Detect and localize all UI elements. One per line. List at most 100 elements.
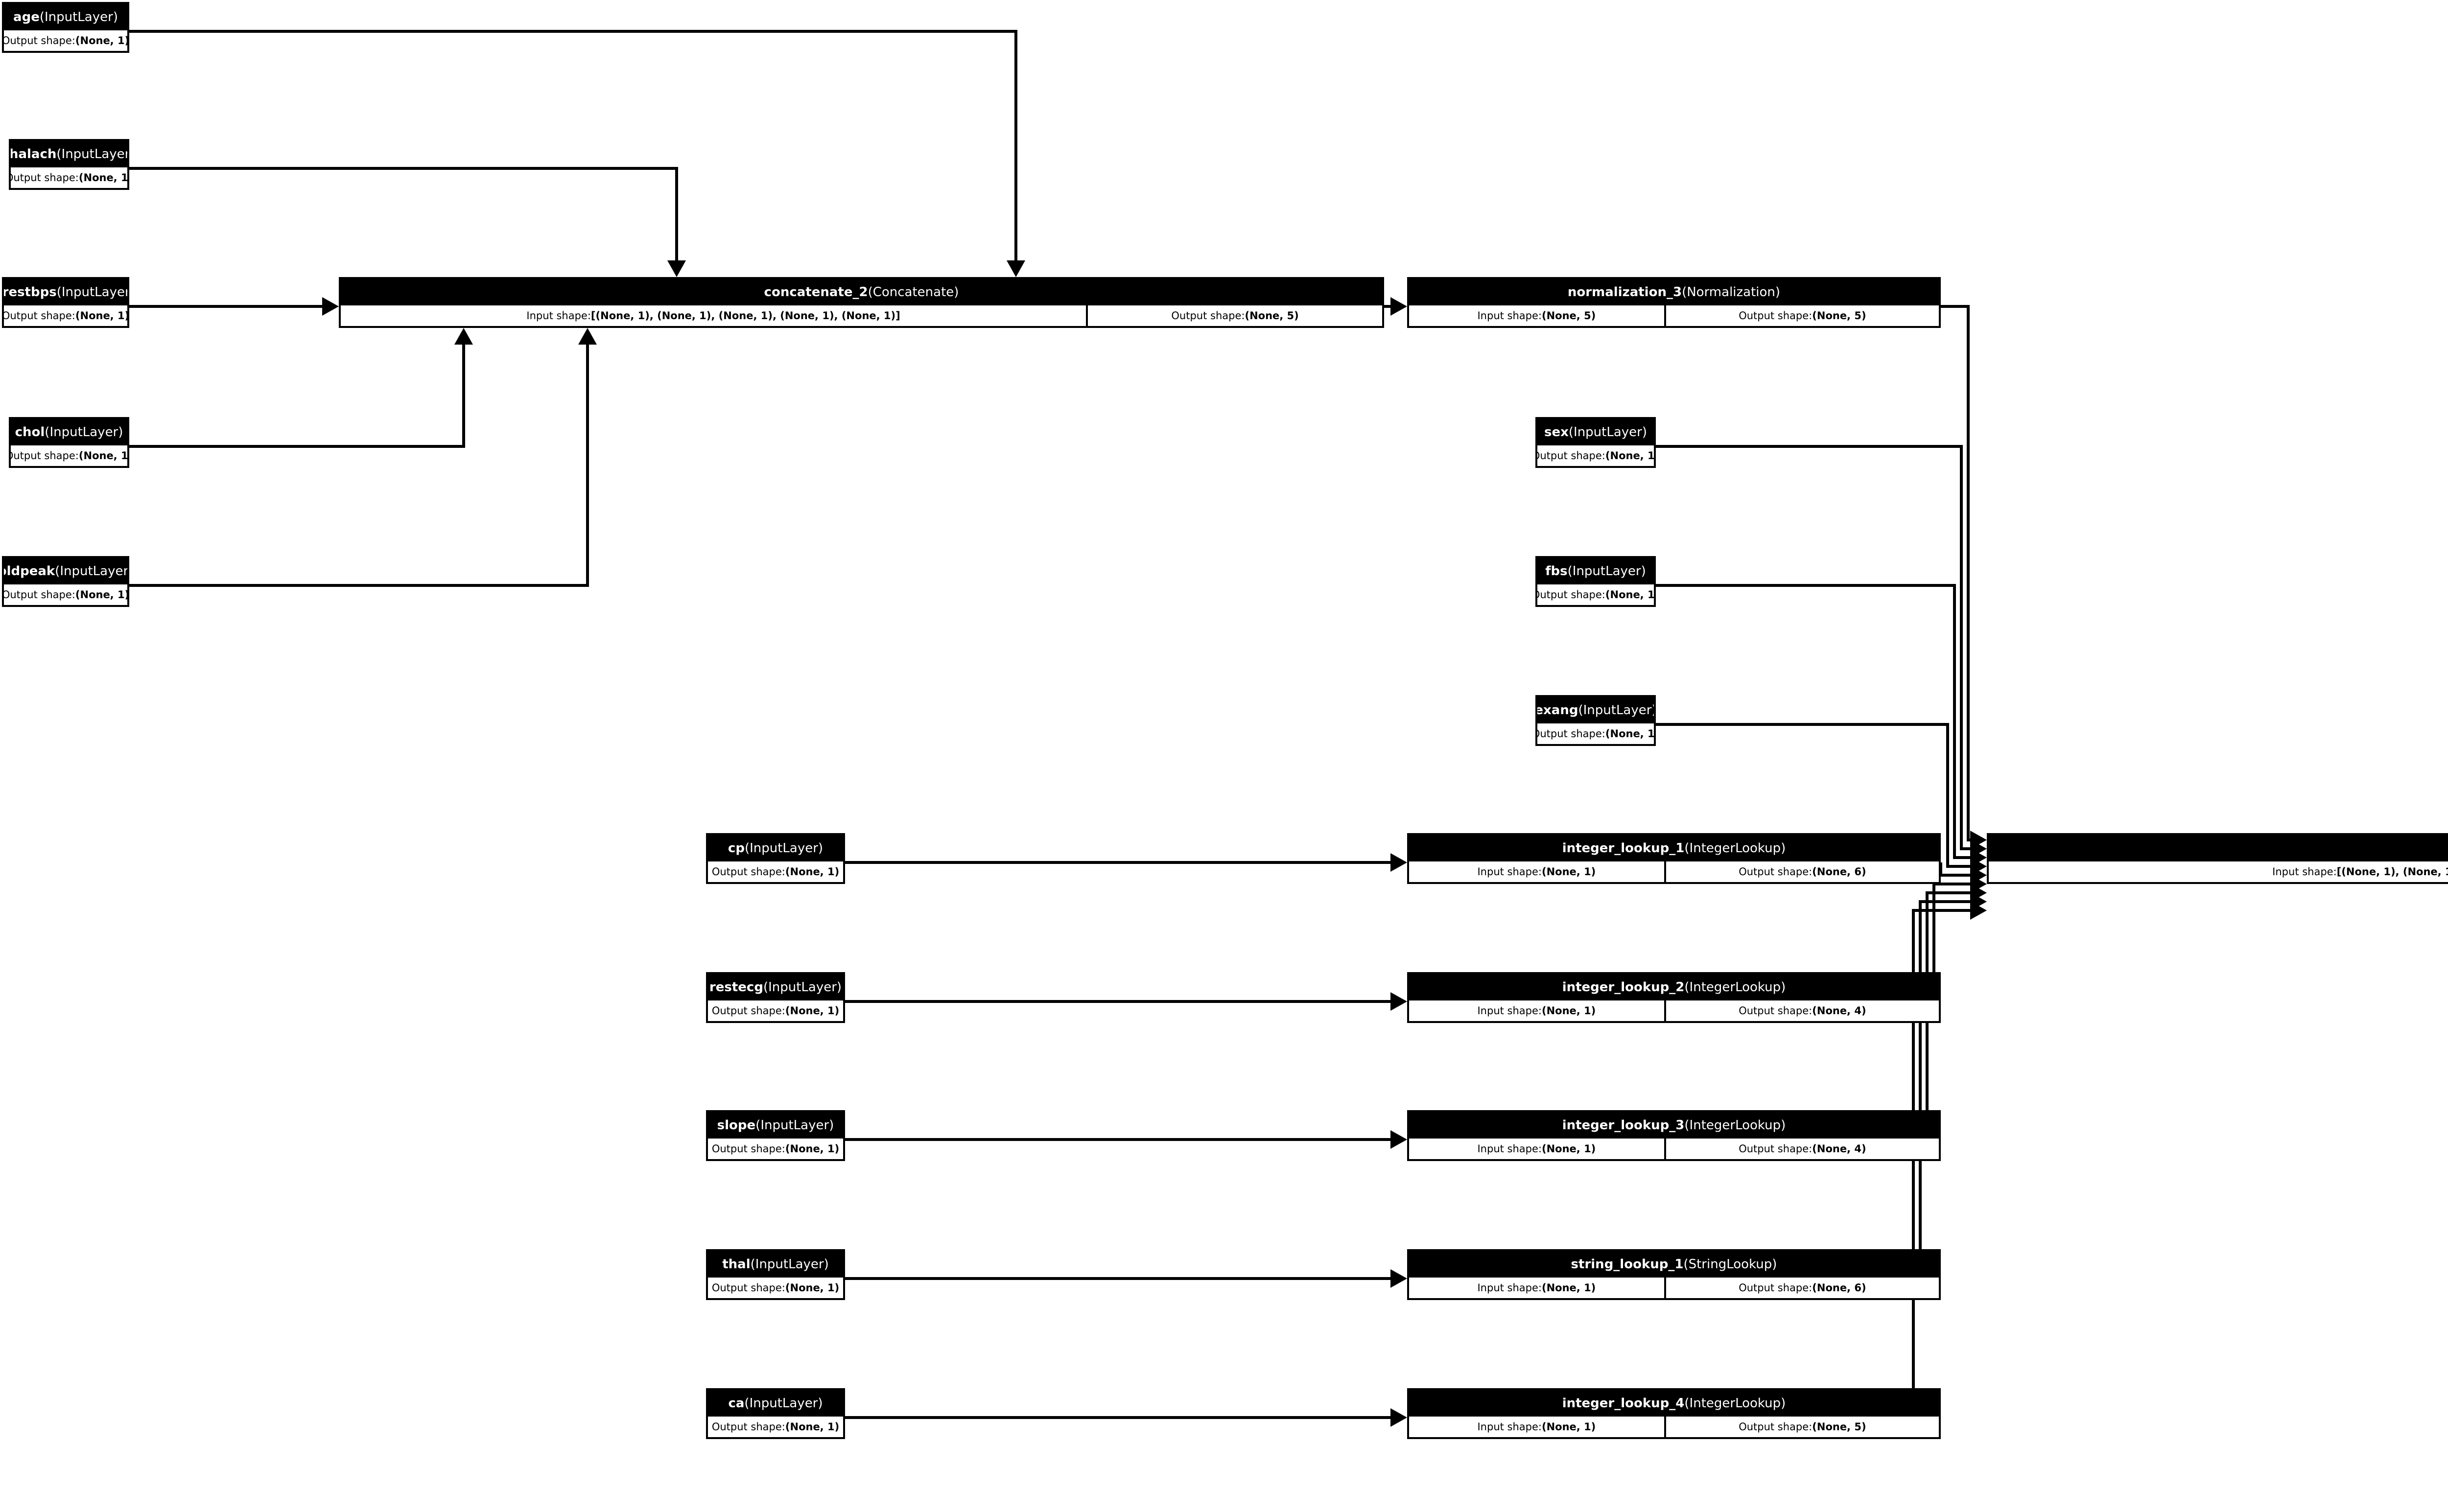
shape-row: Output shape:(None, 1) [708,861,843,882]
layer-node-exang[interactable]: exang (InputLayer)Output shape:(None, 1) [1535,695,1656,746]
shape-label: Output shape: [1537,450,1605,462]
open-paren: ( [868,285,873,300]
layer-node-cp[interactable]: cp (InputLayer)Output shape:(None, 1) [706,833,845,884]
layer-node-concatenate_3[interactable]: concatenate_3 (Concatenate)Input shape:[… [1987,833,2448,884]
layer-node-sex[interactable]: sex (InputLayer)Output shape:(None, 1) [1535,417,1656,468]
output-shape-cell: Output shape:(None, 1) [708,1139,843,1159]
shape-label: Output shape: [4,310,75,322]
shape-label: Output shape: [1171,310,1245,322]
arrowhead-age [1007,260,1025,277]
edge-fbs-to-concatenate_3 [1656,584,1970,859]
layer-node-integer_lookup_3[interactable]: integer_lookup_3 (IntegerLookup)Input sh… [1407,1110,1941,1161]
layer-type: InputLayer [1572,564,1641,579]
shape-value: (None, 6) [1812,866,1866,878]
layer-title: cp (InputLayer) [708,835,843,861]
shape-value: (None, 1) [1541,866,1596,878]
shape-row: Output shape:(None, 1) [11,445,127,466]
open-paren: ( [744,841,750,856]
layer-name: integer_lookup_1 [1562,841,1685,856]
arrowhead-exang-bundle [1970,857,1987,876]
shape-row: Input shape:(None, 1)Output shape:(None,… [1409,1417,1939,1437]
layer-title: integer_lookup_2 (IntegerLookup) [1409,974,1939,1000]
layer-node-integer_lookup_1[interactable]: integer_lookup_1 (IntegerLookup)Input sh… [1407,833,1941,884]
shape-row: Output shape:(None, 1) [4,30,127,51]
close-paren: ) [1781,1118,1786,1133]
output-shape-cell: Output shape:(None, 4) [1666,1139,1939,1159]
shape-value: (None, 1) [78,450,127,462]
layer-node-age[interactable]: age (InputLayer)Output shape:(None, 1) [2,2,129,53]
arrowhead-integer_lookup_4-bundle [1970,901,1987,920]
shape-label: Input shape: [526,310,591,322]
output-shape-cell: Output shape:(None, 1) [11,167,127,188]
layer-name: fbs [1545,564,1568,579]
shape-value: (None, 1) [75,310,127,322]
open-paren: ( [45,425,50,440]
layer-node-chol[interactable]: chol (InputLayer)Output shape:(None, 1) [9,417,129,468]
close-paren: ) [1781,1396,1786,1411]
layer-type: InputLayer [49,425,118,440]
layer-type: IntegerLookup [1689,1396,1781,1411]
open-paren: ( [1578,703,1583,718]
edge-thalach-to-concatenate_2 [129,167,678,260]
shape-label: Output shape: [1739,1282,1812,1294]
layer-node-thal[interactable]: thal (InputLayer)Output shape:(None, 1) [706,1249,845,1300]
open-paren: ( [755,1118,761,1133]
layer-node-concatenate_2[interactable]: concatenate_2 (Concatenate)Input shape:[… [339,277,1384,328]
shape-label: Output shape: [1537,589,1605,601]
open-paren: ( [55,564,60,579]
layer-name: restecg [709,980,763,995]
open-paren: ( [1567,564,1573,579]
shape-row: Output shape:(None, 1) [4,584,127,605]
shape-row: Output shape:(None, 1) [1537,584,1654,605]
arrowhead-integer_lookup_3-bundle [1970,884,1987,902]
output-shape-cell: Output shape:(None, 1) [4,584,127,605]
input-shape-cell: Input shape:[(None, 1), (None, 1), (None… [1989,861,2448,882]
layer-node-trestbps[interactable]: trestbps (InputLayer)Output shape:(None,… [2,277,129,328]
layer-node-restecg[interactable]: restecg (InputLayer)Output shape:(None, … [706,972,845,1023]
open-paren: ( [1684,841,1690,856]
layer-node-normalization_3[interactable]: normalization_3 (Normalization)Input sha… [1407,277,1941,328]
layer-node-oldpeak[interactable]: oldpeak (InputLayer)Output shape:(None, … [2,556,129,607]
output-shape-cell: Output shape:(None, 1) [4,30,127,51]
layer-node-slope[interactable]: slope (InputLayer)Output shape:(None, 1) [706,1110,845,1161]
shape-value: (None, 1) [1541,1143,1596,1155]
shape-row: Input shape:(None, 1)Output shape:(None,… [1409,1139,1939,1159]
open-paren: ( [56,285,62,300]
arrowhead-integer_lookup_2 [1390,992,1407,1011]
shape-row: Input shape:[(None, 1), (None, 1), (None… [341,305,1382,326]
layer-node-ca[interactable]: ca (InputLayer)Output shape:(None, 1) [706,1388,845,1439]
shape-value: (None, 1) [785,1421,840,1433]
close-paren: ) [836,980,842,995]
shape-value: (None, 5) [1541,310,1596,322]
shape-label: Input shape: [1477,866,1542,878]
output-shape-cell: Output shape:(None, 1) [708,1000,843,1021]
open-paren: ( [1684,1118,1690,1133]
shape-value: [(None, 1), (None, 1), (None, 1), (None,… [2336,866,2448,878]
shape-value: (None, 1) [785,1143,840,1155]
layer-node-integer_lookup_2[interactable]: integer_lookup_2 (IntegerLookup)Input sh… [1407,972,1941,1023]
arrowhead-fbs-bundle [1970,848,1987,867]
close-paren: ) [1775,285,1781,300]
arrowhead-chol [454,328,473,345]
layer-node-fbs[interactable]: fbs (InputLayer)Output shape:(None, 1) [1535,556,1656,607]
open-paren: ( [750,1257,755,1272]
output-shape-cell: Output shape:(None, 1) [1537,723,1654,744]
layer-type: InputLayer [755,1257,824,1272]
layer-type: InputLayer [1583,703,1652,718]
layer-name: thal [722,1257,751,1272]
open-paren: ( [1568,425,1574,440]
layer-name: integer_lookup_4 [1562,1396,1685,1411]
layer-node-thalach[interactable]: thalach (InputLayer)Output shape:(None, … [9,139,129,190]
shape-row: Input shape:(None, 5)Output shape:(None,… [1409,305,1939,326]
output-shape-cell: Output shape:(None, 1) [4,305,127,326]
shape-label: Output shape: [4,35,75,47]
shape-value: (None, 5) [1245,310,1299,322]
layer-node-integer_lookup_4[interactable]: integer_lookup_4 (IntegerLookup)Input sh… [1407,1388,1941,1439]
arrowhead-string_lookup_1-bundle [1970,892,1987,911]
close-paren: ) [1772,1257,1777,1272]
arrowhead-normalization_3-bundle [1970,831,1987,849]
layer-node-string_lookup_1[interactable]: string_lookup_1 (StringLookup)Input shap… [1407,1249,1941,1300]
shape-value: [(None, 1), (None, 1), (None, 1), (None,… [590,310,900,322]
shape-label: Output shape: [711,1421,785,1433]
shape-value: (None, 6) [1812,1282,1866,1294]
